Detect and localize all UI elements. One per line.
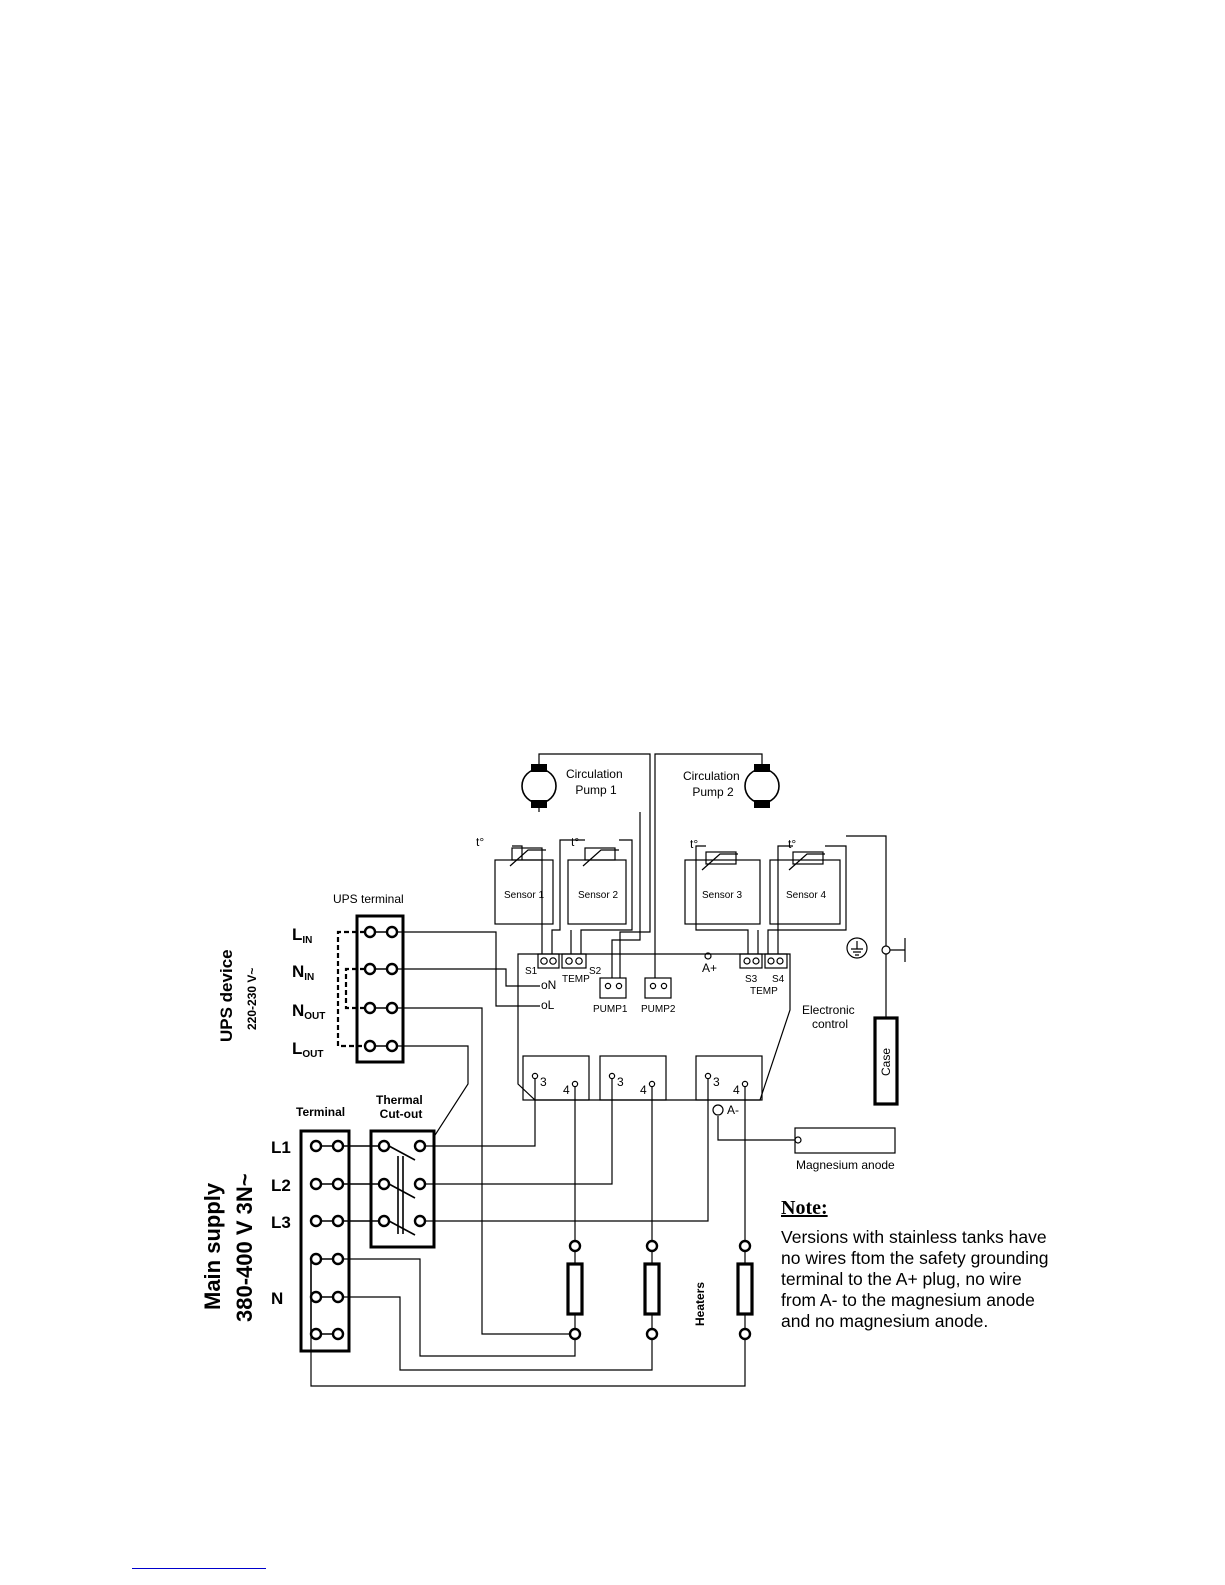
- s1-terminal: [537, 953, 560, 969]
- pump-1-label-line2: Pump 1: [575, 783, 617, 797]
- footer-link-line: [132, 1568, 266, 1569]
- sensor-2: t° Sensor 2: [567, 835, 627, 925]
- thermal-line1: Thermal: [376, 1093, 423, 1107]
- sensor-4: t° Sensor 4: [769, 837, 841, 925]
- l1-label: L1: [271, 1138, 291, 1157]
- pump-2-label: Circulation Pump 2: [683, 769, 743, 799]
- electronic-control-line2: control: [812, 1017, 848, 1031]
- case-box: [873, 1016, 899, 1106]
- main-supply-title: Main supply: [200, 1182, 225, 1310]
- relay-2: [599, 1055, 667, 1101]
- relay-3-pin3: 3: [713, 1075, 720, 1089]
- sensor-2-t: t°: [571, 835, 579, 849]
- s3-label: S3: [745, 974, 758, 985]
- thermal-line2: Cut-out: [380, 1107, 423, 1121]
- ups-device-title: UPS device: [217, 949, 236, 1042]
- electronic-control-line1: Electronic: [802, 1003, 855, 1017]
- pump2-terminal: [644, 977, 672, 999]
- s4-terminal: [764, 953, 788, 969]
- pump1-terminal: [599, 977, 627, 999]
- pump-1-label: Circulation Pump 1: [566, 767, 626, 797]
- s4-label: S4: [772, 974, 785, 985]
- case-label: Case: [879, 1048, 893, 1076]
- relay-3-pin4: 4: [733, 1083, 740, 1097]
- sensor-3-t: t°: [690, 837, 698, 851]
- sensor-4-label: Sensor 4: [786, 890, 826, 901]
- main-terminal-label: Terminal: [296, 1105, 345, 1119]
- circulation-pump-1: Circulation Pump 1: [521, 764, 626, 808]
- temp-left-label: TEMP: [562, 974, 590, 985]
- ground-and-case: Case: [846, 835, 906, 1106]
- s2-label: S2: [589, 966, 602, 977]
- relay-1: [522, 1055, 590, 1101]
- magnesium-anode: Magnesium anode: [717, 1116, 896, 1172]
- relay-1-pin4: 4: [563, 1083, 570, 1097]
- sensor-2-label: Sensor 2: [578, 890, 618, 901]
- ground-symbol: [846, 937, 868, 959]
- note-title: Note:: [781, 1197, 828, 1219]
- sensor-3: t° Sensor 3: [684, 837, 761, 925]
- n-out-label: NOUT: [292, 1001, 325, 1022]
- note-text: Versions with stainless tanks have no wi…: [781, 1227, 1049, 1331]
- main-terminal: Terminal L1 L2 L3 N Main supply 380-400 …: [200, 1105, 351, 1353]
- n-label: N: [271, 1289, 283, 1308]
- heaters-label: Heaters: [693, 1282, 707, 1326]
- heaters: Heaters: [566, 1239, 754, 1341]
- ups-terminal-label: UPS terminal: [333, 892, 404, 906]
- relay-3: [695, 1055, 763, 1101]
- circulation-pump-2: Circulation Pump 2: [683, 764, 780, 808]
- heater-3: [736, 1239, 754, 1341]
- sensor-1: t° Sensor 1: [476, 835, 554, 925]
- note-block: Note: Versions with stainless tanks have…: [781, 1198, 1051, 1332]
- thermal-cutout-label: Thermal Cut-out: [376, 1093, 426, 1121]
- relay-2-pin4: 4: [640, 1083, 647, 1097]
- l-input-label: oL: [541, 998, 555, 1012]
- sensor-1-t: t°: [476, 835, 484, 849]
- s2-terminal: [561, 953, 587, 969]
- sensor-4-t: t°: [788, 837, 796, 851]
- s3-terminal: [739, 953, 763, 969]
- l-out-label: LOUT: [292, 1039, 324, 1060]
- a-plus-label: A+: [702, 961, 717, 975]
- s1-label: S1: [525, 966, 538, 977]
- temp-right-label: TEMP: [750, 986, 778, 997]
- heater-1: [566, 1239, 584, 1341]
- relay-1-pin3: 3: [540, 1075, 547, 1089]
- heater-2: [643, 1239, 661, 1341]
- sensor-1-label: Sensor 1: [504, 890, 544, 901]
- relay-2-pin3: 3: [617, 1075, 624, 1089]
- anode-label: Magnesium anode: [796, 1158, 895, 1172]
- l3-label: L3: [271, 1213, 291, 1232]
- n-input-label: oN: [541, 978, 556, 992]
- sensor-3-label: Sensor 3: [702, 890, 742, 901]
- l-in-label: LIN: [292, 925, 312, 946]
- main-supply-voltage: 380-400 V 3N~: [232, 1173, 257, 1322]
- a-minus-label: A-: [727, 1103, 739, 1117]
- pump-2-label-line2: Pump 2: [692, 785, 734, 799]
- ups-device-voltage: 220-230 V~: [245, 968, 259, 1030]
- electronic-control-label: Electronic control: [802, 1003, 858, 1031]
- thermal-cutout: Thermal Cut-out: [369, 1093, 436, 1249]
- pump-1-label-line1: Circulation: [566, 767, 623, 781]
- l2-label: L2: [271, 1176, 291, 1195]
- electronic-control: S1 S2 TEMP S3 S4 TEMP A+ oN oL PUMP1 PUM…: [517, 952, 858, 1117]
- pump-2-label-line1: Circulation: [683, 769, 740, 783]
- pump1-label: PUMP1: [593, 1004, 628, 1015]
- n-in-label: NIN: [292, 962, 314, 983]
- pump2-label: PUMP2: [641, 1004, 676, 1015]
- ups-terminal: UPS terminal LIN NIN NOUT LOUT UPS devic…: [217, 892, 405, 1064]
